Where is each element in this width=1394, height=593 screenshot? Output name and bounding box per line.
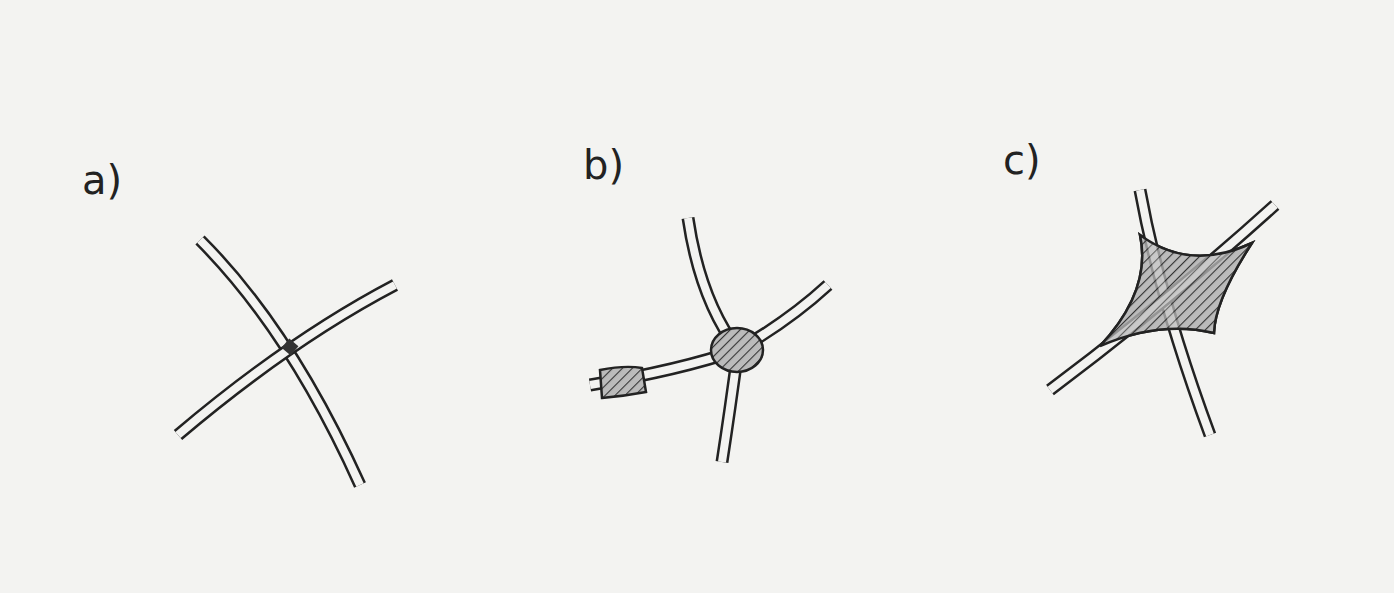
panel-label: b) [583, 145, 624, 185]
fiber-crossing-a [178, 240, 395, 485]
fiber-bonded-b [590, 218, 828, 462]
fiber-webbed-c [1050, 190, 1275, 435]
panel-label: c) [1003, 140, 1041, 180]
panel-label: a) [82, 160, 122, 200]
